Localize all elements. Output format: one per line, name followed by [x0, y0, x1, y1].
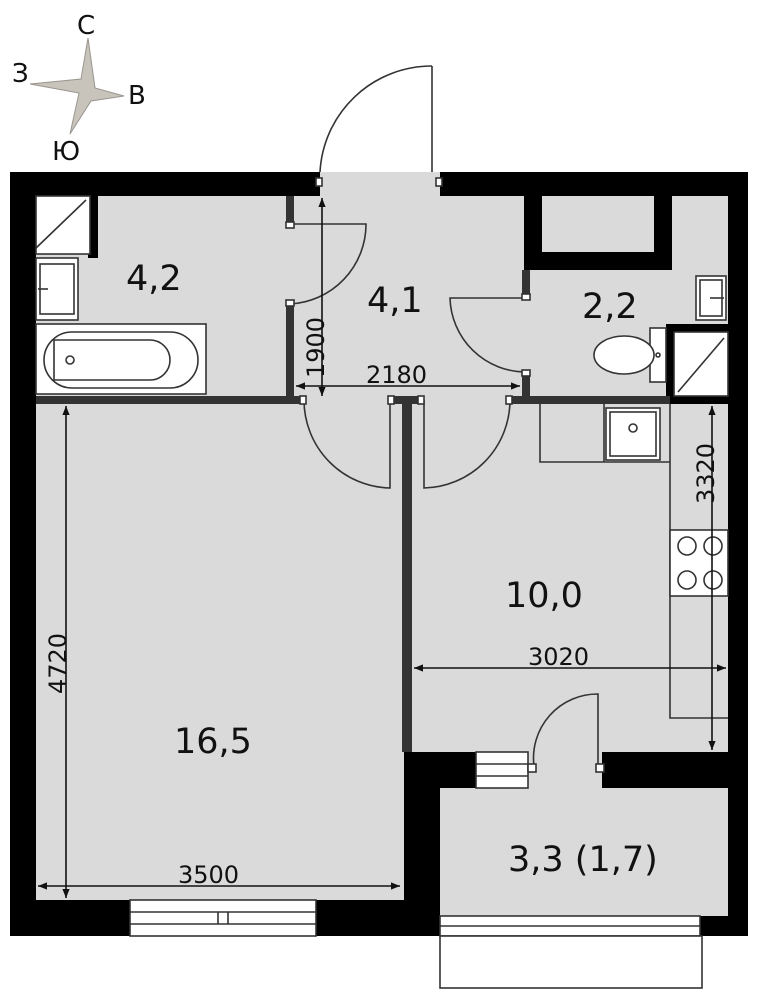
wc-duct-top	[666, 324, 728, 332]
kitchen-balcony-wall-left	[440, 752, 476, 788]
room-labels: 4,2 4,1 2,2 16,5 10,0 3,3 (1,7)	[126, 259, 658, 880]
kitchen-stove	[669, 529, 729, 597]
kitchen-area-label: 10,0	[505, 576, 583, 616]
partition-hall-wc-upper	[522, 270, 530, 298]
kitchen-balcony-wall-right	[602, 752, 728, 788]
top-wall-right	[440, 172, 748, 196]
wc-duct-bottom	[666, 396, 728, 404]
wc-duct	[673, 331, 729, 397]
shaft-bottom	[524, 252, 672, 270]
doors	[285, 65, 605, 773]
bathroom-door	[285, 221, 367, 307]
hall-area-label: 4,1	[367, 281, 423, 321]
compass-east: В	[128, 81, 146, 111]
balcony-window	[439, 915, 701, 937]
entrance-door	[315, 65, 443, 187]
bottom-wall-left	[10, 900, 130, 936]
wc-area-label: 2,2	[582, 287, 638, 327]
compass-rose-icon	[29, 37, 125, 135]
living-width-dim-label: 3500	[178, 861, 239, 889]
partition-hall-wc-lower	[522, 372, 530, 404]
living-room-area-label: 16,5	[174, 722, 252, 762]
balcony-floor	[440, 788, 728, 916]
windows	[129, 751, 703, 989]
hall-height-dim-label: 1900	[302, 317, 330, 378]
bathroom-sink	[35, 257, 79, 321]
bathtub	[35, 323, 207, 395]
floor-areas	[36, 172, 728, 916]
bathroom-area-label: 4,2	[126, 259, 182, 299]
kitchen-door	[417, 395, 513, 489]
outer-walls	[10, 172, 748, 936]
balcony-door	[527, 693, 605, 773]
balcony-area-label: 3,3 (1,7)	[508, 840, 658, 880]
right-wall	[728, 172, 748, 936]
bath-duct	[35, 195, 91, 255]
kitchen-sink	[605, 407, 661, 461]
partition-bath-hall-lower	[286, 304, 294, 404]
living-balcony-wall	[404, 752, 440, 936]
shaft-right	[654, 196, 672, 270]
compass-south: Ю	[52, 137, 80, 167]
wc-duct-left	[666, 324, 674, 404]
partition-bath-living	[36, 396, 304, 404]
shaft-left	[524, 196, 542, 270]
kitchen-width-dim-label: 3020	[528, 643, 589, 671]
fixtures	[35, 195, 729, 719]
dimension-lines	[38, 198, 726, 898]
compass-north: С	[77, 11, 95, 41]
compass-west: З	[12, 59, 29, 89]
bottom-wall-right	[700, 916, 748, 936]
kitchen-height-dim-label: 3320	[692, 443, 720, 504]
bath-duct-right	[88, 196, 98, 258]
left-wall	[10, 172, 36, 936]
living-height-dim-label: 4720	[44, 633, 72, 694]
wc-sink	[695, 275, 727, 321]
kitchen-balcony-window	[475, 751, 529, 789]
dimension-labels: 1900 2180 3320 3020 4720 3500	[44, 317, 720, 889]
balcony-railing	[439, 935, 703, 989]
partition-living-kitchen	[402, 396, 412, 752]
partitions	[36, 196, 670, 752]
hall-width-dim-label: 2180	[366, 361, 427, 389]
living-window	[129, 899, 317, 937]
living-room-door	[299, 395, 395, 489]
entrance-threshold	[320, 172, 440, 198]
compass: С В Ю З	[12, 11, 146, 167]
toilet	[593, 327, 667, 383]
wc-door	[449, 293, 531, 377]
partition-wc-kitchen	[510, 396, 670, 404]
top-wall-left	[10, 172, 320, 196]
partition-bath-hall-upper	[286, 196, 294, 224]
